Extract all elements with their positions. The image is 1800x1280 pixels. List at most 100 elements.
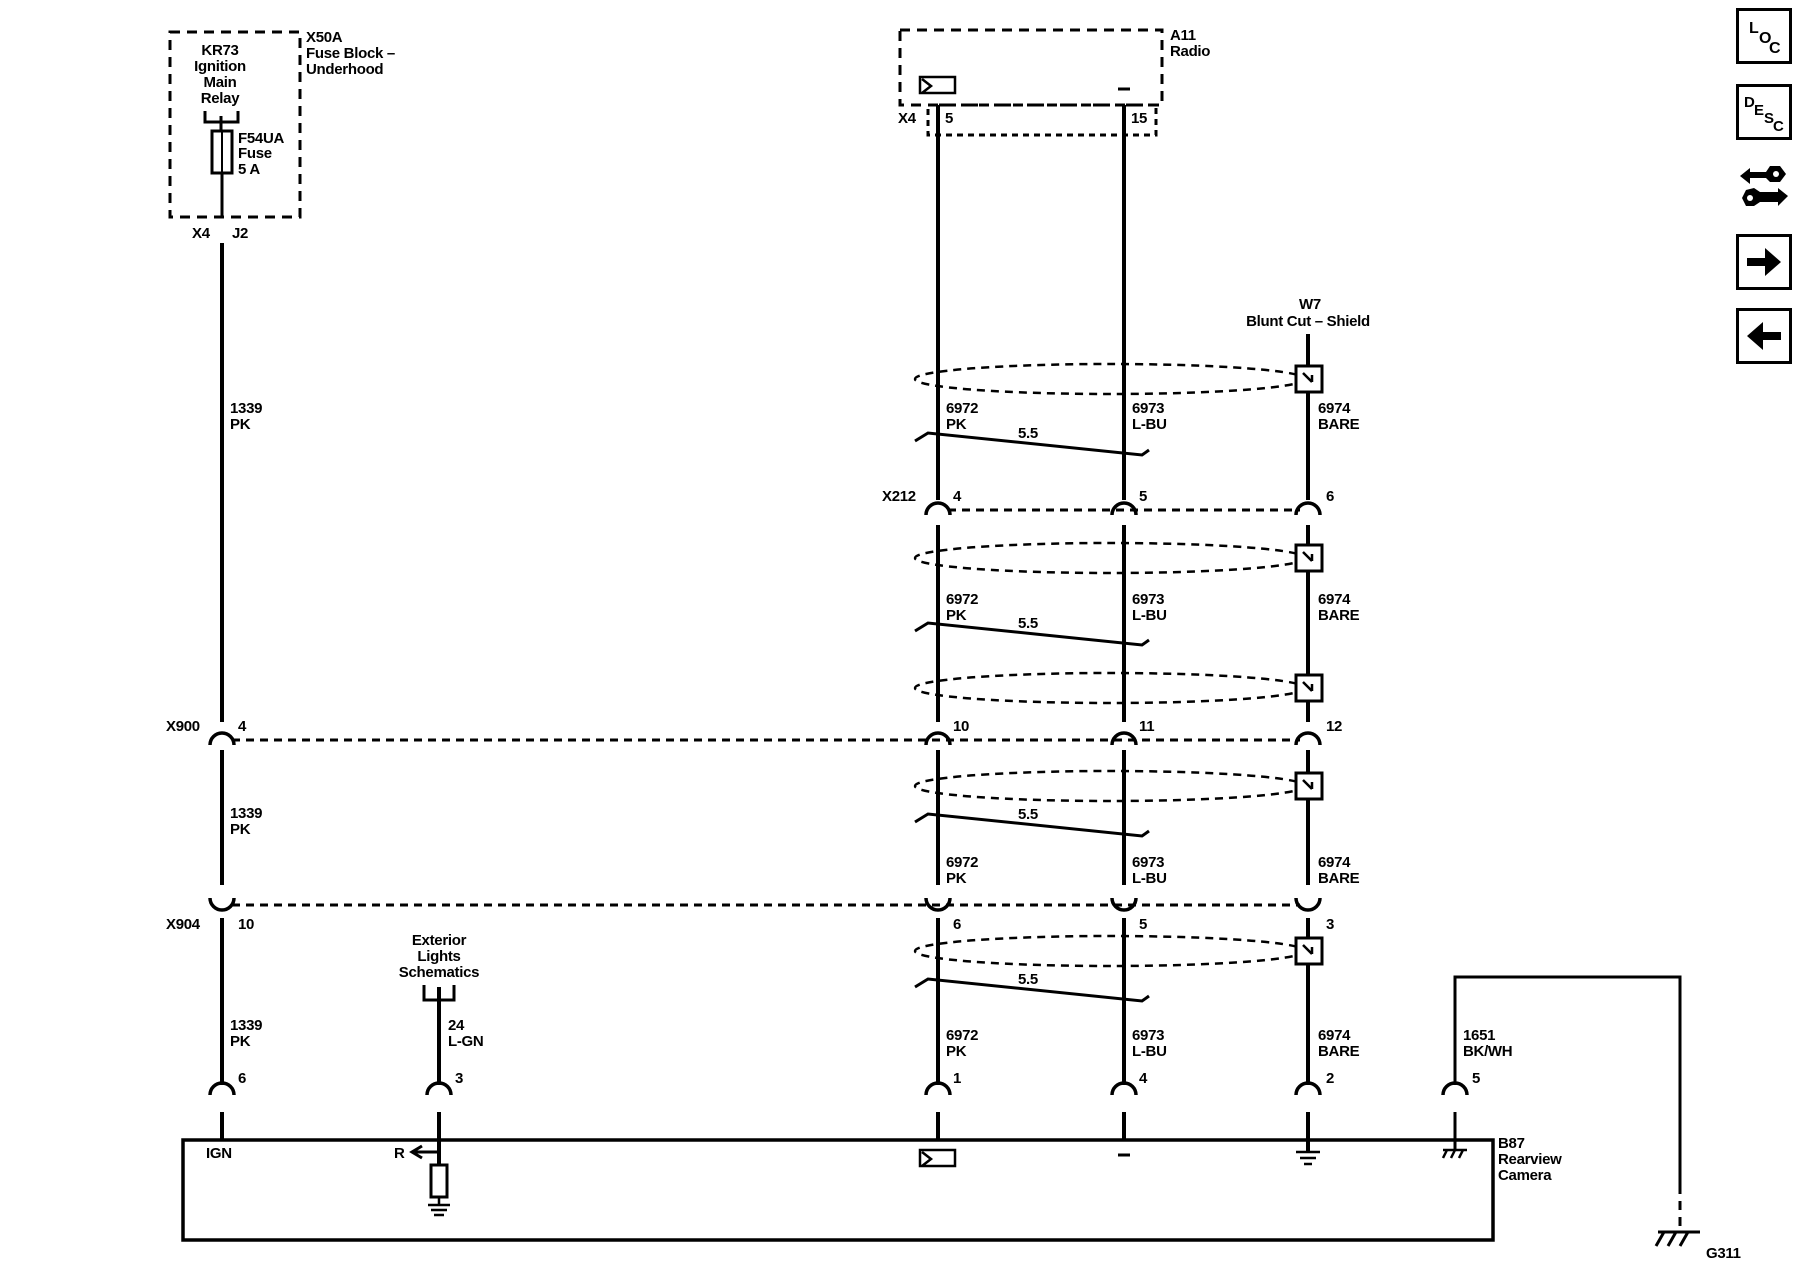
camera-pin-video-pos: 1 [953,1070,961,1087]
fuse-block-name-1: Fuse Block – [306,45,395,62]
fuse-connector-pin: J2 [232,225,248,242]
camera-id: B87 [1498,1135,1525,1152]
description-button[interactable]: D E S C [1736,84,1792,140]
x900-caps [208,731,1322,746]
camera-video-plus-icon [918,1148,957,1168]
g311-label: G311 [1706,1245,1741,1262]
video-neg-color-4: L-BU [1132,1043,1167,1060]
radio-connector-id: X4 [898,110,917,127]
video-pos-circuit-3: 6972 [946,854,978,871]
camera-ign-label: IGN [206,1145,232,1162]
radio-pin-5: 5 [945,110,953,127]
camera-chassis-ground [1441,1148,1467,1159]
camera-box [181,1138,1495,1242]
x900-pin-10: 10 [953,718,969,735]
camera-pin-ign: 6 [238,1070,246,1087]
camera-pin-ground: 5 [1472,1070,1480,1087]
lights-color: L-GN [448,1033,483,1050]
shield-id: W7 [1299,296,1321,313]
drain-circuit-1: 6974 [1318,400,1351,417]
twist-label-4: 5.5 [1018,971,1038,988]
twist-label-2: 5.5 [1018,615,1038,632]
video-pos-circuit-4: 6972 [946,1027,978,1044]
twist-indicators [914,431,1150,1003]
camera-r-arrow [409,1144,439,1160]
video-neg-circuit-1: 6973 [1132,400,1164,417]
camera-pin-video-neg: 4 [1139,1070,1148,1087]
fuse-rating: 5 A [238,161,260,178]
x904-caps [208,897,1322,912]
x904-pin-5: 5 [1139,916,1147,933]
relay-label-1: KR73 [201,42,238,59]
desc-letter-d: D [1744,94,1755,111]
video-neg-circuit-4: 6973 [1132,1027,1164,1044]
radio-connector-box [926,103,1158,137]
twist-label-1: 5.5 [1018,425,1038,442]
x900-id: X900 [166,718,200,735]
x900-pin-11: 11 [1139,718,1154,735]
camera-pin-lights: 3 [455,1070,463,1087]
exterior-lights-bracket [422,985,456,1010]
camera-resistor-ground [428,1197,450,1217]
forward-button[interactable] [1736,234,1792,290]
video-pos-color-3: PK [946,870,967,887]
fuse-label: Fuse [238,145,272,162]
x904-pin-10: 10 [238,916,254,933]
ign-color-2: PK [230,821,251,838]
x212-pin-4: 4 [953,488,962,505]
drain-color-4: BARE [1318,1043,1360,1060]
drain-circuit-4: 6974 [1318,1027,1351,1044]
camera-connector-caps [208,1081,1469,1096]
fuse-id: F54UA [238,130,284,147]
twist-label-3: 5.5 [1018,806,1038,823]
x212-pin-6: 6 [1326,488,1334,505]
camera-r-label: R [394,1145,405,1162]
video-neg-color-1: L-BU [1132,416,1167,433]
x212-id: X212 [882,488,916,505]
desc-letter-s: S [1764,110,1774,127]
lights-circuit: 24 [448,1017,465,1034]
wire-1651 [1453,975,1682,1232]
drain-color-3: BARE [1318,870,1360,887]
loc-letter-l: L [1749,20,1759,37]
x904-pin-3: 3 [1326,916,1334,933]
video-neg-color-2: L-BU [1132,607,1167,624]
location-button[interactable]: L O C [1736,8,1792,64]
fuse-block-id: X50A [306,29,343,46]
exterior-lights-label-3: Schematics [399,964,479,981]
ground-color: BK/WH [1463,1043,1512,1060]
video-neg-color-3: L-BU [1132,870,1167,887]
video-neg-circuit-3: 6973 [1132,854,1164,871]
ign-circuit-3: 1339 [230,1017,262,1034]
ign-color-1: PK [230,416,251,433]
ign-color-3: PK [230,1033,251,1050]
connector-view-button[interactable] [1736,158,1792,214]
video-pos-color-1: PK [946,416,967,433]
radio-id: A11 [1170,27,1196,44]
video-pos-color-4: PK [946,1043,967,1060]
radio-pin-15: 15 [1131,110,1147,127]
camera-name-2: Camera [1498,1167,1552,1184]
x904-pin-6: 6 [953,916,961,933]
x900-pin-12: 12 [1326,718,1342,735]
ign-circuit-1: 1339 [230,400,262,417]
video-pos-color-2: PK [946,607,967,624]
fuse-connector-id: X4 [192,225,211,242]
shield-ellipses [913,362,1307,968]
video-neg-circuit-2: 6973 [1132,591,1164,608]
video-pos-circuit-2: 6972 [946,591,978,608]
exterior-lights-label-2: Lights [417,948,460,965]
g311-ground-symbol [1654,1230,1700,1247]
drain-circuit-3: 6974 [1318,854,1351,871]
loc-letter-o: O [1759,30,1771,47]
forward-arrow-icon [1747,248,1781,276]
radio-video-plus-icon [918,75,957,95]
drain-color-2: BARE [1318,607,1360,624]
drain-color-1: BARE [1318,416,1360,433]
back-button[interactable] [1736,308,1792,364]
x900-pin-4: 4 [238,718,247,735]
ign-circuit-2: 1339 [230,805,262,822]
connector-icon [1740,166,1788,206]
camera-drain-ground [1296,1150,1320,1166]
